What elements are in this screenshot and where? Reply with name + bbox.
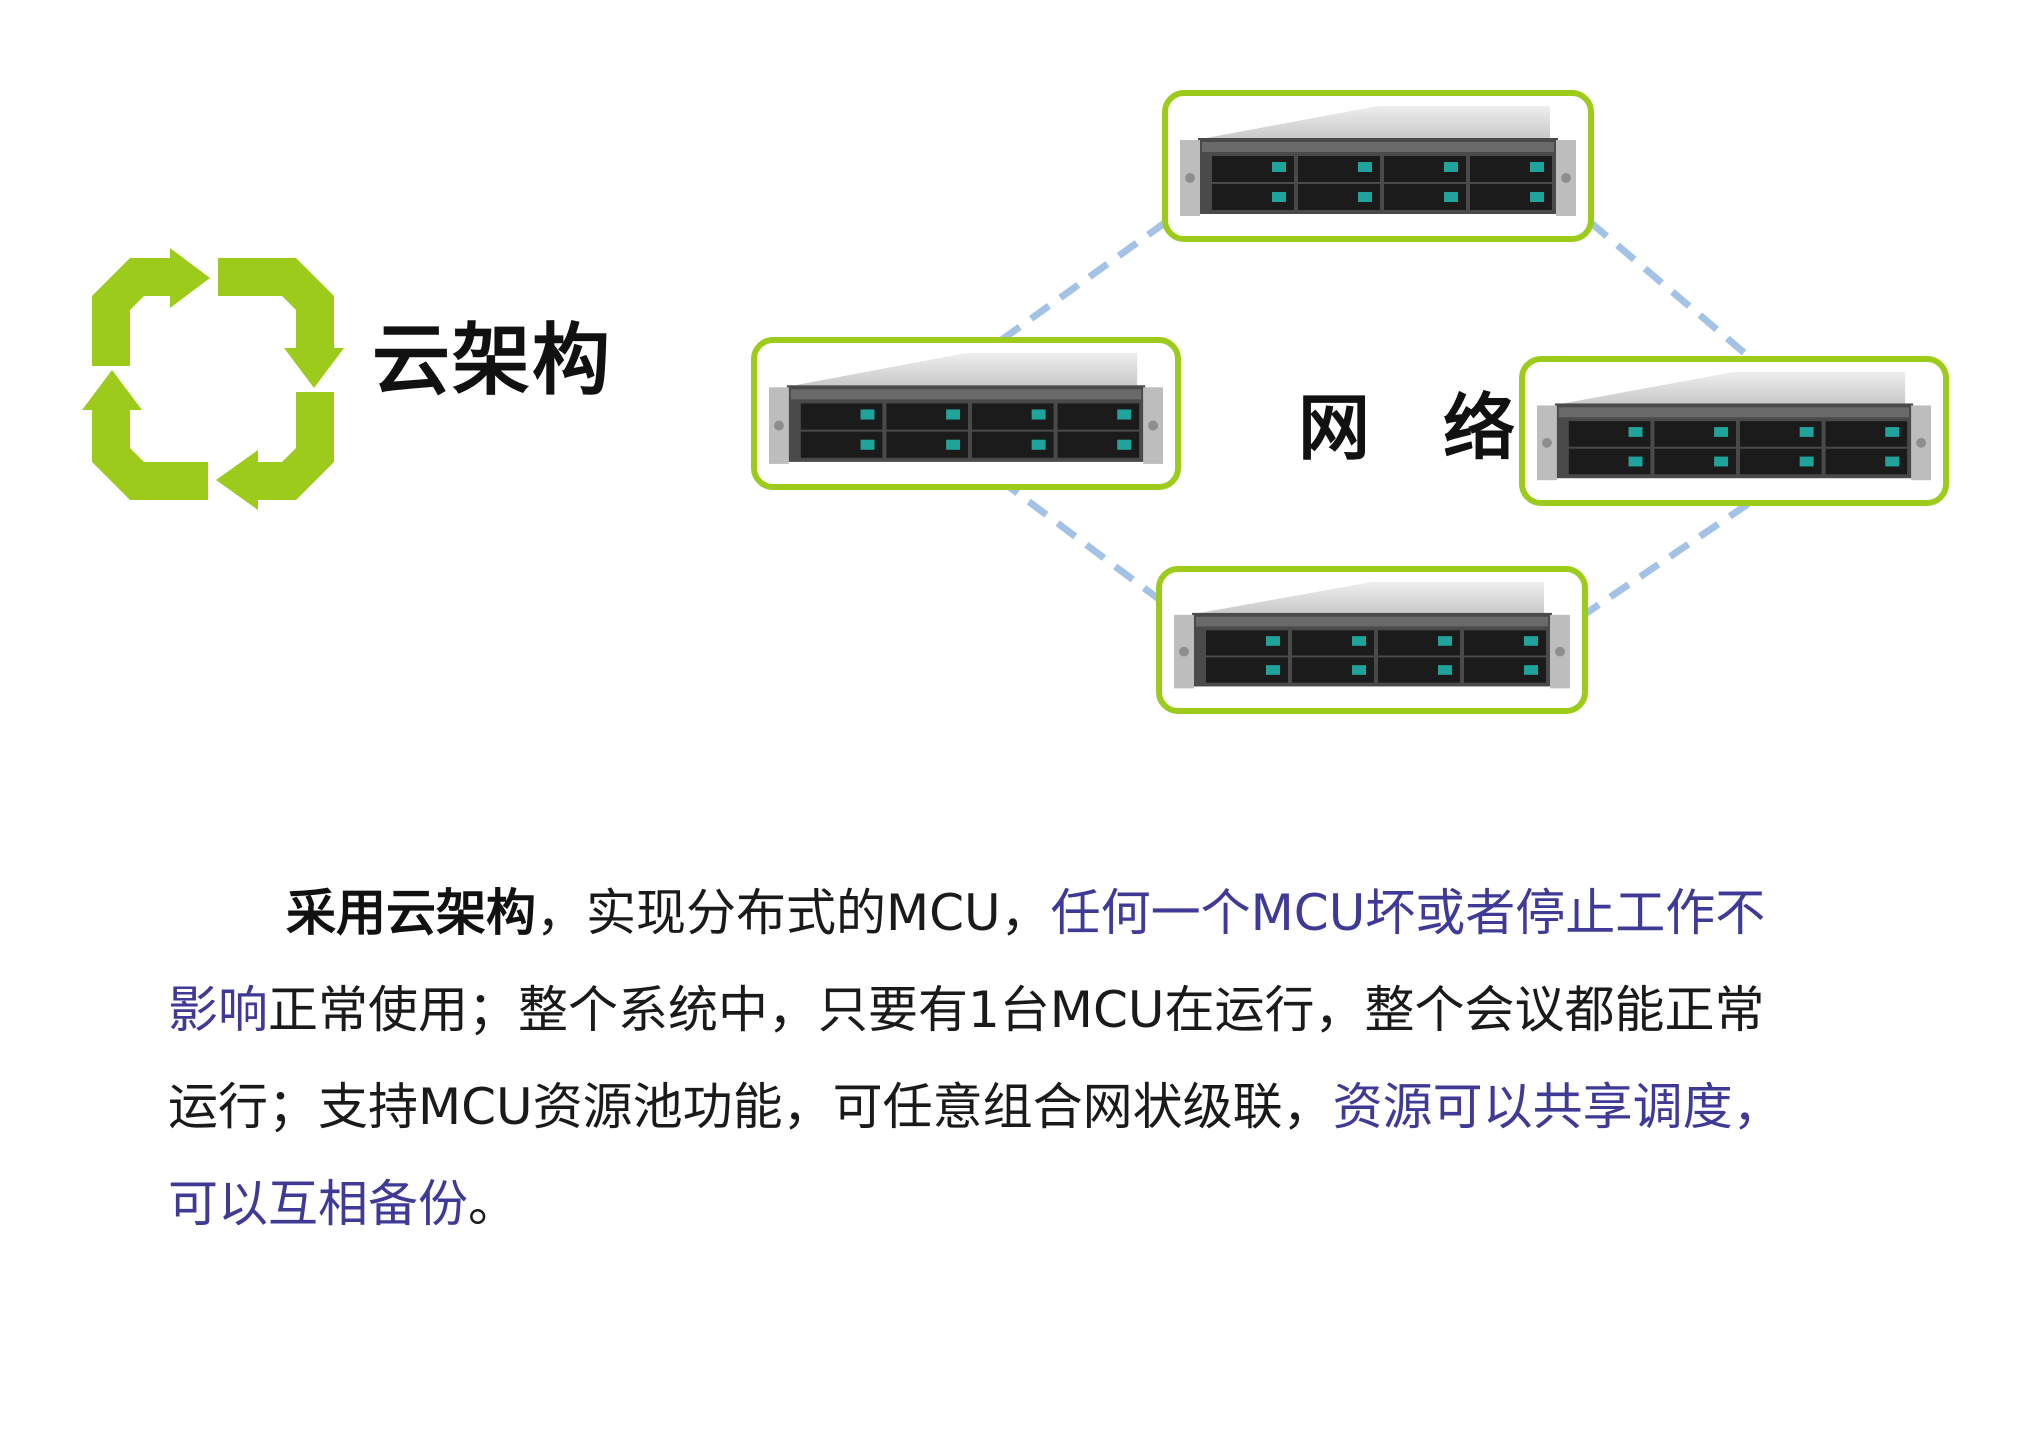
server-right [1519,356,1949,506]
description-text: 运行；支持MCU资源池功能，可任意组合网状级联， [168,1078,1333,1136]
network-label: 网 络 [1298,386,1540,470]
link-left-bottom [997,477,1163,603]
rack-server-icon [1536,371,1932,481]
description-text: 正常使用；整个系统中，只要有1台MCU在运行，整个会议都能正常 [268,981,1765,1039]
description-text: 。 [468,1175,518,1233]
description-line-1: 采用云架构，实现分布式的MCU，任何一个MCU坏或者停止工作不 [168,865,1888,962]
rack-server-icon [1174,581,1570,689]
description-line-3: 运行；支持MCU资源池功能，可任意组合网状级联，资源可以共享调度， [168,1059,1888,1156]
server-bottom [1156,566,1588,714]
rack-server-icon [768,353,1164,464]
link-right-bottom [1580,501,1750,619]
server-left [751,337,1181,490]
description-paragraph: 采用云架构，实现分布式的MCU，任何一个MCU坏或者停止工作不 影响正常使用；整… [168,865,1888,1253]
page-title: 云架构 [372,316,613,406]
description-highlight: 影响 [168,981,268,1039]
description-highlight: 资源可以共享调度， [1332,1078,1783,1136]
rack-server-icon [1180,106,1576,216]
description-line-4: 可以互相备份。 [168,1156,1888,1253]
link-top-left [997,219,1169,344]
description-highlight: 任何一个MCU坏或者停止工作不 [1050,884,1766,942]
description-bold-text: 采用云架构 [286,884,536,942]
description-text: ，实现分布式的MCU， [536,884,1051,942]
description-line-2: 影响正常使用；整个系统中，只要有1台MCU在运行，整个会议都能正常 [168,962,1888,1059]
link-top-right [1587,219,1751,359]
description-highlight: 可以互相备份 [168,1175,468,1233]
server-top [1162,90,1594,242]
recycle-arrows-icon [82,248,344,510]
